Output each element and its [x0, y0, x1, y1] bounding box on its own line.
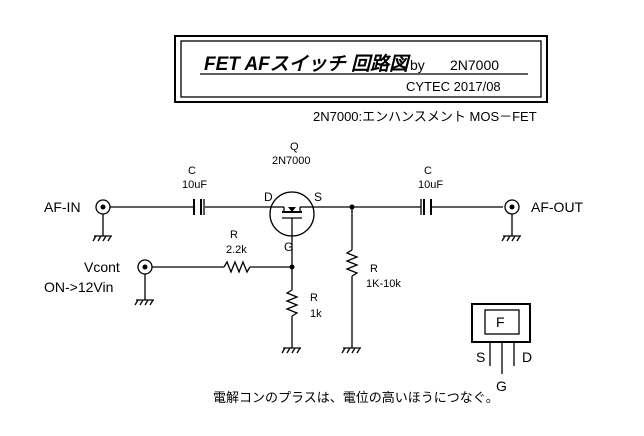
- pinout-g: G: [496, 378, 507, 394]
- af-out-terminal: [501, 199, 521, 242]
- c-out-ref: C: [424, 165, 432, 177]
- af-out-label: AF-OUT: [531, 199, 584, 215]
- fet-note: 2N7000:エンハンスメント MOS－FET: [313, 109, 537, 124]
- r-gate-ref: R: [230, 229, 238, 241]
- af-in-label: AF-IN: [44, 199, 81, 215]
- r-load-ref: R: [370, 263, 378, 275]
- r-load-value: 1K-10k: [366, 278, 401, 290]
- load-resistor: R 1K-10k: [341, 204, 401, 354]
- gate-wiring: R 2.2k: [152, 229, 295, 290]
- fet-s-label: S: [314, 190, 322, 204]
- pinout-diagram: F S D G: [471, 303, 532, 394]
- output-capacitor: C 10uF: [418, 165, 443, 215]
- title-by: by: [410, 57, 425, 73]
- af-in-terminal: [92, 199, 112, 242]
- fet-g-label: G: [284, 240, 293, 254]
- footer-note: 電解コンのプラスは、電位の高いほうにつなぐ。: [213, 390, 499, 405]
- vcont-level: ON->12Vin: [44, 279, 113, 295]
- title-credit: CYTEC 2017/08: [406, 79, 501, 94]
- title-block: FET AFスイッチ 回路図 by 2N7000 CYTEC 2017/08: [174, 35, 548, 103]
- pinout-s: S: [476, 349, 485, 365]
- fet-part: 2N7000: [272, 155, 311, 167]
- fet-symbol: Q 2N7000 D S G: [264, 141, 322, 254]
- title-text: FET AFスイッチ 回路図: [204, 53, 411, 75]
- c-in-value: 10uF: [182, 179, 207, 191]
- input-capacitor: C 10uF: [182, 165, 207, 215]
- r-gate-value: 2.2k: [226, 244, 247, 256]
- c-out-value: 10uF: [418, 179, 443, 191]
- r-pulldown-ref: R: [310, 292, 318, 304]
- pulldown-resistor: R 1k: [281, 289, 322, 354]
- r-pulldown-value: 1k: [310, 308, 322, 320]
- vcont-terminal: [134, 259, 154, 306]
- fet-d-label: D: [264, 190, 273, 204]
- title-part: 2N7000: [450, 57, 499, 73]
- pinout-d: D: [522, 349, 532, 365]
- vcont-label: Vcont: [84, 259, 120, 275]
- c-in-ref: C: [188, 165, 196, 177]
- fet-ref: Q: [290, 141, 299, 153]
- pinout-f: F: [496, 314, 505, 330]
